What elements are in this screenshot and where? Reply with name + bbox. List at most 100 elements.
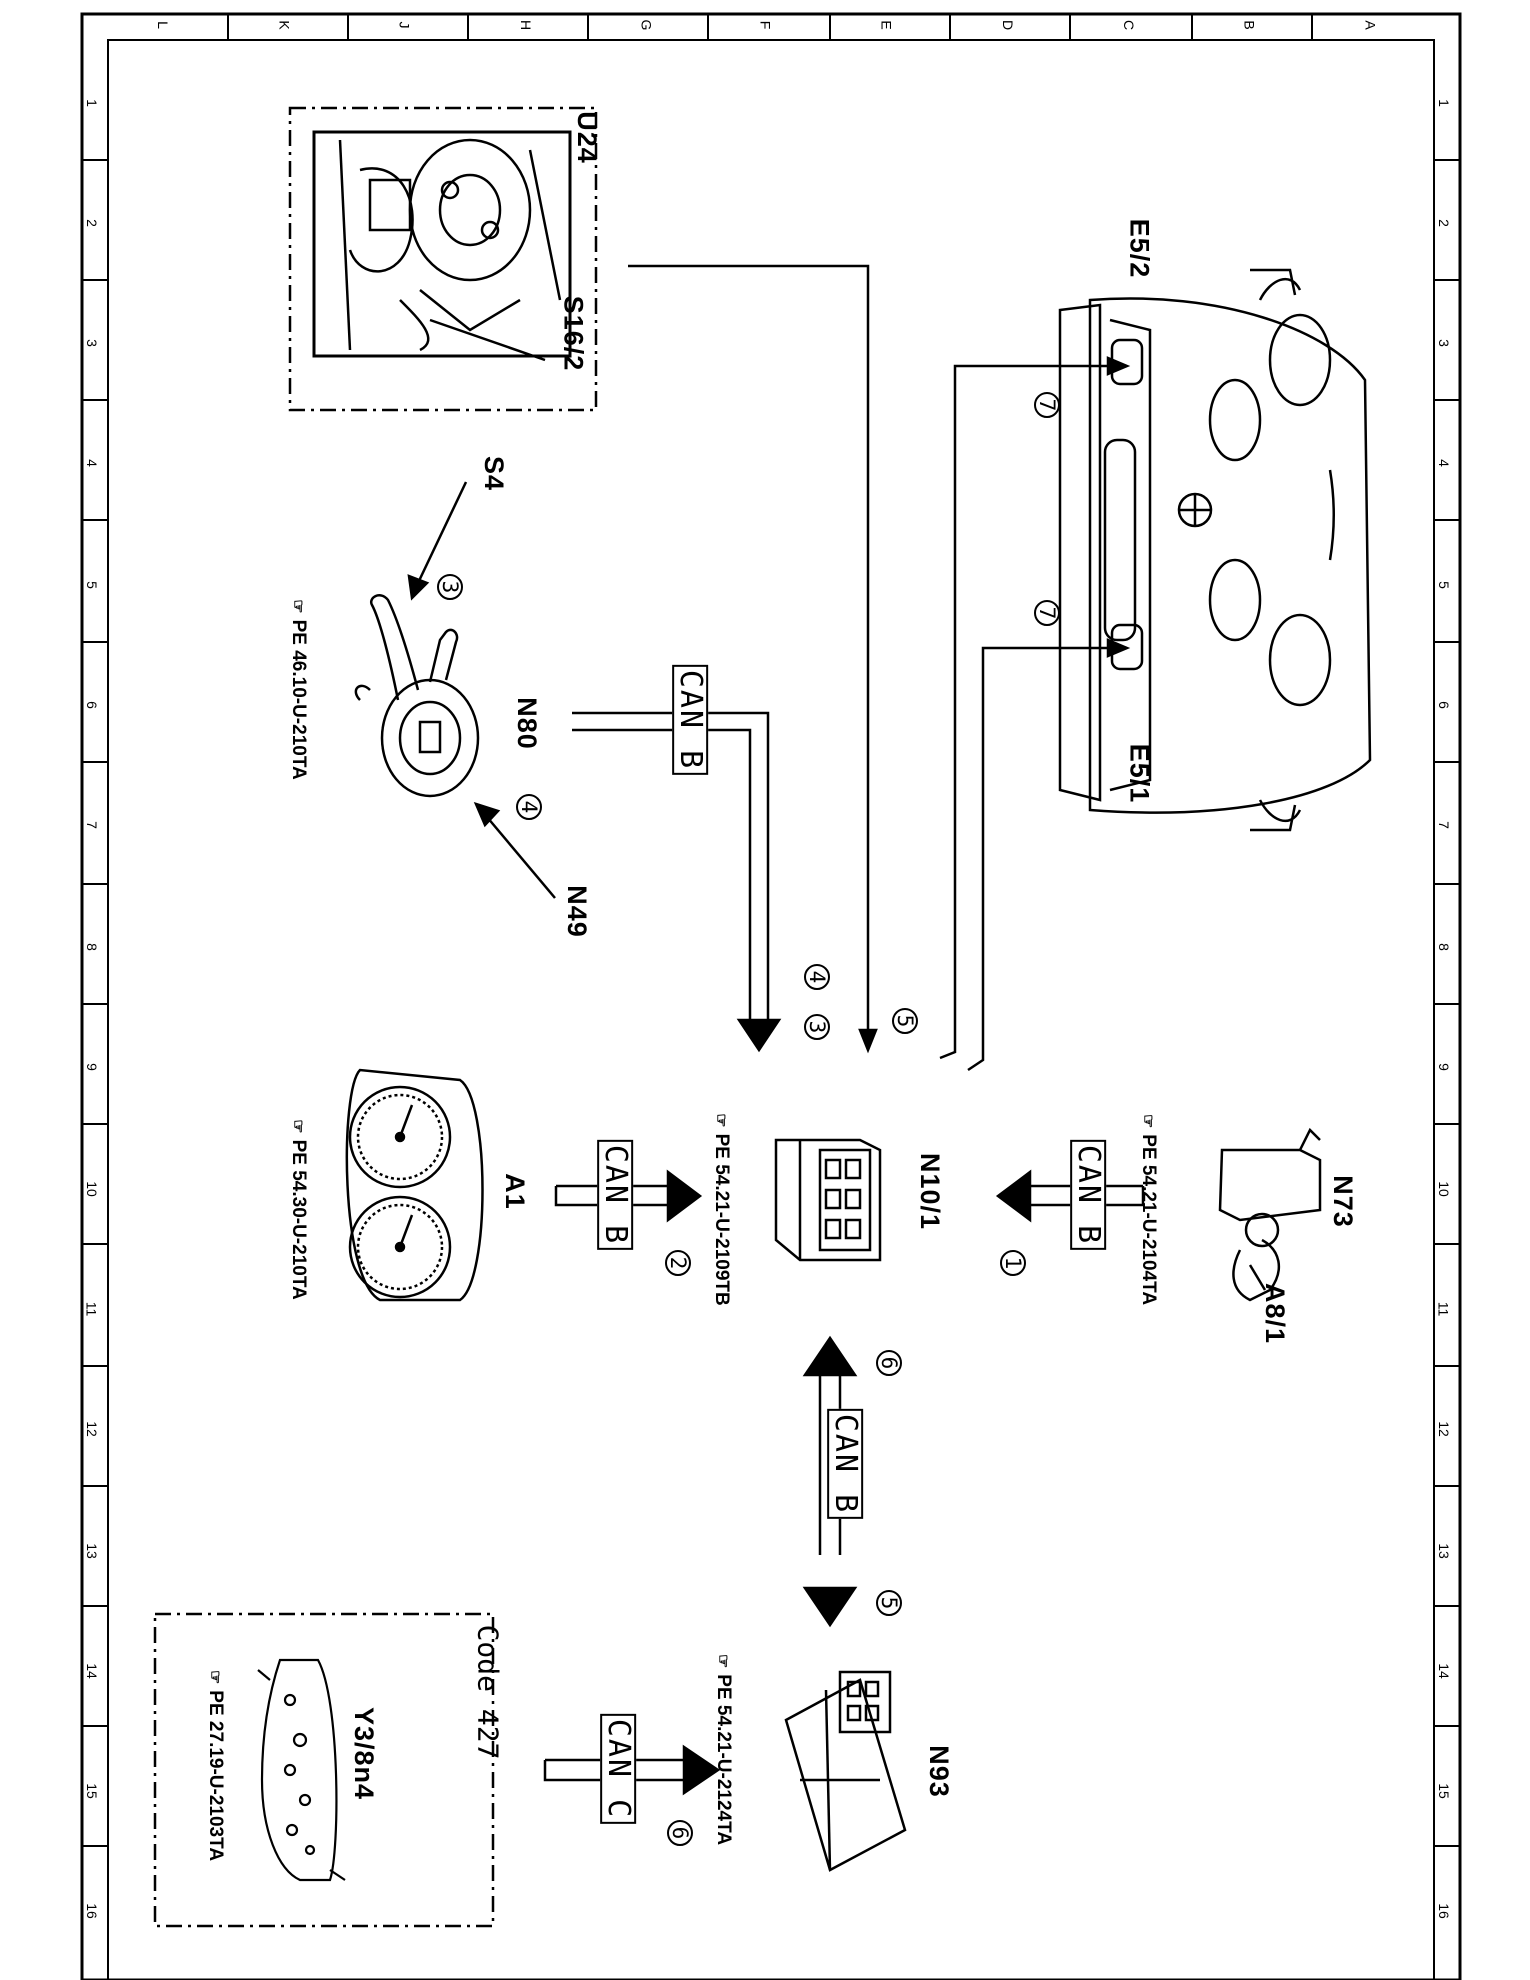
label-s16-2: S16/2 [558,295,589,372]
grid-num-right-8: 8 [1435,943,1452,951]
grid-num-left-3: 3 [83,339,100,347]
label-n93: N93 [923,1745,954,1798]
badge-6-lower: 6 [667,1820,693,1846]
grid-num-right-2: 2 [1435,219,1452,227]
grid-num-left-6: 6 [83,701,100,709]
s4-combination-switch-drawing [354,594,480,798]
can-label-y3: CAN C [600,1713,637,1825]
can-label-n93: CAN B [827,1408,864,1520]
can-label-n80: CAN B [672,664,709,776]
grid-letter-c: C [1121,19,1138,31]
label-n10-1: N10/1 [915,1152,946,1231]
grid-letter-a: A [1362,20,1379,30]
grid-letter-f: F [757,20,774,30]
grid-letter-j: J [396,21,413,29]
pointing-hand-icon: ☞ [1139,1113,1157,1129]
side-grid-ticks [82,159,1460,1847]
grid-letter-l: L [154,21,171,29]
u24-signal-line [628,264,878,1054]
grid-letter-d: D [1000,19,1017,31]
ref-y3-8n4-text: PE 27.19-U-2103TA [205,1690,227,1862]
grid-num-right-16: 16 [1435,1903,1452,1919]
grid-num-right-12: 12 [1435,1421,1452,1437]
pointing-hand-icon: ☞ [206,1669,224,1685]
e5-lamp-wires [939,356,1131,1072]
n10-1-sam-module-drawing [774,1138,882,1262]
grid-num-left-15: 15 [83,1783,100,1799]
label-code-427: Code 427 [471,1624,505,1760]
ref-n73: ☞PE 54.21-U-2104TA [1138,1113,1159,1305]
ref-n10-1-text: PE 54.21-U-2109TB [710,1133,732,1306]
label-n49: N49 [561,885,592,938]
label-a1: A1 [499,1173,530,1210]
grid-num-right-9: 9 [1435,1063,1452,1071]
grid-num-left-5: 5 [83,581,100,589]
label-n73: N73 [1327,1175,1358,1228]
badge-2: 2 [665,1250,691,1276]
ref-a1-text: PE 54.30-U-210TA [287,1139,309,1300]
grid-num-right-11: 11 [1435,1301,1452,1317]
ref-y3-8n4: ☞ PE 27.19-U-2103TA [205,1669,227,1862]
y3-8n4-valve-body-drawing [257,1658,346,1882]
badge-4-n49: 4 [516,794,542,820]
badge-1: 1 [1000,1250,1026,1276]
n93-module-drawing [784,1670,907,1872]
badge-7-lower: 7 [1034,600,1060,626]
can-label-a1: CAN B [597,1139,634,1251]
pointing-hand-icon: ☞ [711,1113,729,1128]
ref-n80: ☞ PE 46.10-U-210TA [287,599,309,780]
grid-num-left-13: 13 [83,1543,100,1559]
grid-num-right-13: 13 [1435,1543,1452,1559]
label-y3-8n4: Y3/8n4 [349,1706,380,1801]
s4-pointer-arrow [407,481,468,601]
grid-num-left-10: 10 [83,1181,100,1197]
grid-num-right-14: 14 [1435,1663,1452,1679]
sheet-frame [80,12,1462,1980]
label-e5-2: E5/2 [1124,218,1155,279]
grid-letter-g: G [638,19,655,31]
ref-n93-text: PE 54.21-U-2124TA [713,1674,735,1846]
ref-a1: ☞ PE 54.30-U-210TA [287,1119,309,1300]
label-a8-1: A8/1 [1260,1282,1291,1345]
grid-num-left-16: 16 [83,1903,100,1919]
label-n80: N80 [511,697,542,750]
vehicle-front-view [1058,268,1372,832]
n80-can-bus-line [572,711,782,1053]
pointing-hand-icon: ☞ [288,599,306,614]
a1-instrument-cluster-drawing [345,1068,484,1302]
grid-num-right-10: 10 [1435,1181,1452,1197]
grid-num-left-12: 12 [83,1421,100,1437]
grid-num-left-8: 8 [83,943,100,951]
grid-num-left-1: 1 [83,99,100,107]
grid-letter-b: B [1241,20,1258,30]
s16-2-switch-photo [338,138,562,362]
u24-detail-box [288,106,598,412]
grid-letter-k: K [276,20,293,30]
badge-5-lower: 5 [876,1590,902,1616]
label-u24: U24 [571,111,602,164]
badge-3-center: 3 [804,1014,830,1040]
ref-n10-1: ☞ PE 54.21-U-2109TB [710,1113,732,1306]
code-427-detail-box [153,1612,495,1928]
grid-letter-h: H [518,19,535,31]
top-grid-ticks [227,14,1313,40]
badge-4-center: 4 [804,964,830,990]
badge-6-upper: 6 [876,1350,902,1376]
label-e5-1: E5/1 [1124,743,1155,804]
grid-num-right-4: 4 [1435,459,1452,467]
grid-num-left-4: 4 [83,459,100,467]
badge-5-center: 5 [892,1008,918,1034]
pointing-hand-icon: ☞ [288,1119,306,1134]
grid-num-right-5: 5 [1435,581,1452,589]
grid-num-right-1: 1 [1435,99,1452,107]
badge-3-s4: 3 [437,574,463,600]
n10-n93-can-bus-line [802,1335,858,1628]
ref-n93: ☞PE 54.21-U-2124TA [713,1654,735,1846]
ref-n80-text: PE 46.10-U-210TA [287,619,309,780]
badge-7-upper: 7 [1034,392,1060,418]
grid-letter-e: E [878,20,895,30]
n73-ignition-switch-drawing [1218,1127,1322,1302]
grid-num-left-7: 7 [83,821,100,829]
n49-pointer-arrow [473,801,556,899]
